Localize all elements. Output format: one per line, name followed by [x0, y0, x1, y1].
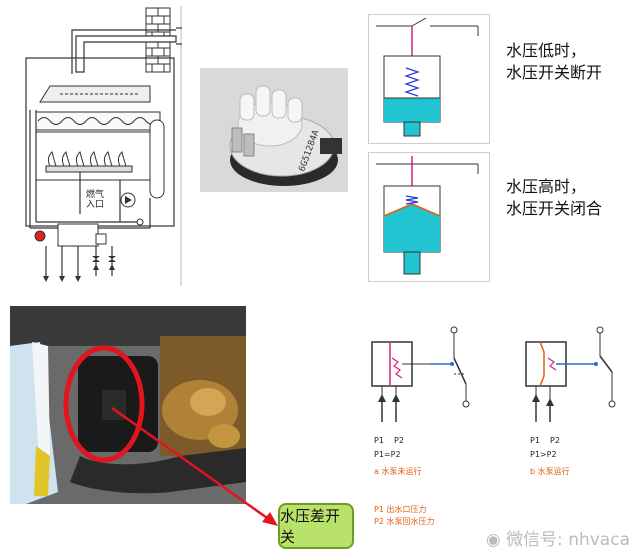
high-pressure-line2: 水压开关闭合 — [506, 199, 603, 218]
watermark: ◉ 微信号: nhvaca — [486, 525, 630, 550]
high-pressure-line1: 水压高时， — [506, 177, 587, 196]
pressure-switch-badge: 水压差开关 — [278, 503, 354, 549]
left-p1-label: P1 — [374, 436, 384, 445]
right-status: b 水泵运行 — [530, 467, 570, 476]
wechat-icon: ◉ — [485, 530, 507, 550]
right-relation: P1>P2 — [530, 450, 557, 459]
right-p1-label: P1 — [530, 436, 540, 445]
right-p2-label: P2 — [550, 436, 560, 445]
installed-switch-photo — [10, 306, 246, 504]
watermark-text: 微信号: nhvaca — [506, 530, 630, 550]
left-status: a 水泵未运行 — [374, 467, 422, 476]
pressure-switch-photo: 6G51284A — [200, 68, 348, 192]
note-p2: P2 水泵回水压力 — [374, 517, 435, 526]
switch-state-diagrams — [371, 326, 616, 422]
note-p1: P1 出水口压力 — [374, 505, 427, 514]
left-p2-label: P2 — [394, 436, 404, 445]
red-valve-icon — [34, 230, 46, 242]
low-pressure-diagram — [368, 14, 490, 144]
low-pressure-line1: 水压低时， — [506, 41, 587, 60]
high-pressure-diagram — [368, 152, 490, 282]
gas-inlet-label: 燃气 入口 — [86, 190, 105, 210]
low-pressure-line2: 水压开关断开 — [506, 63, 603, 82]
left-relation: P1=P2 — [374, 450, 401, 459]
